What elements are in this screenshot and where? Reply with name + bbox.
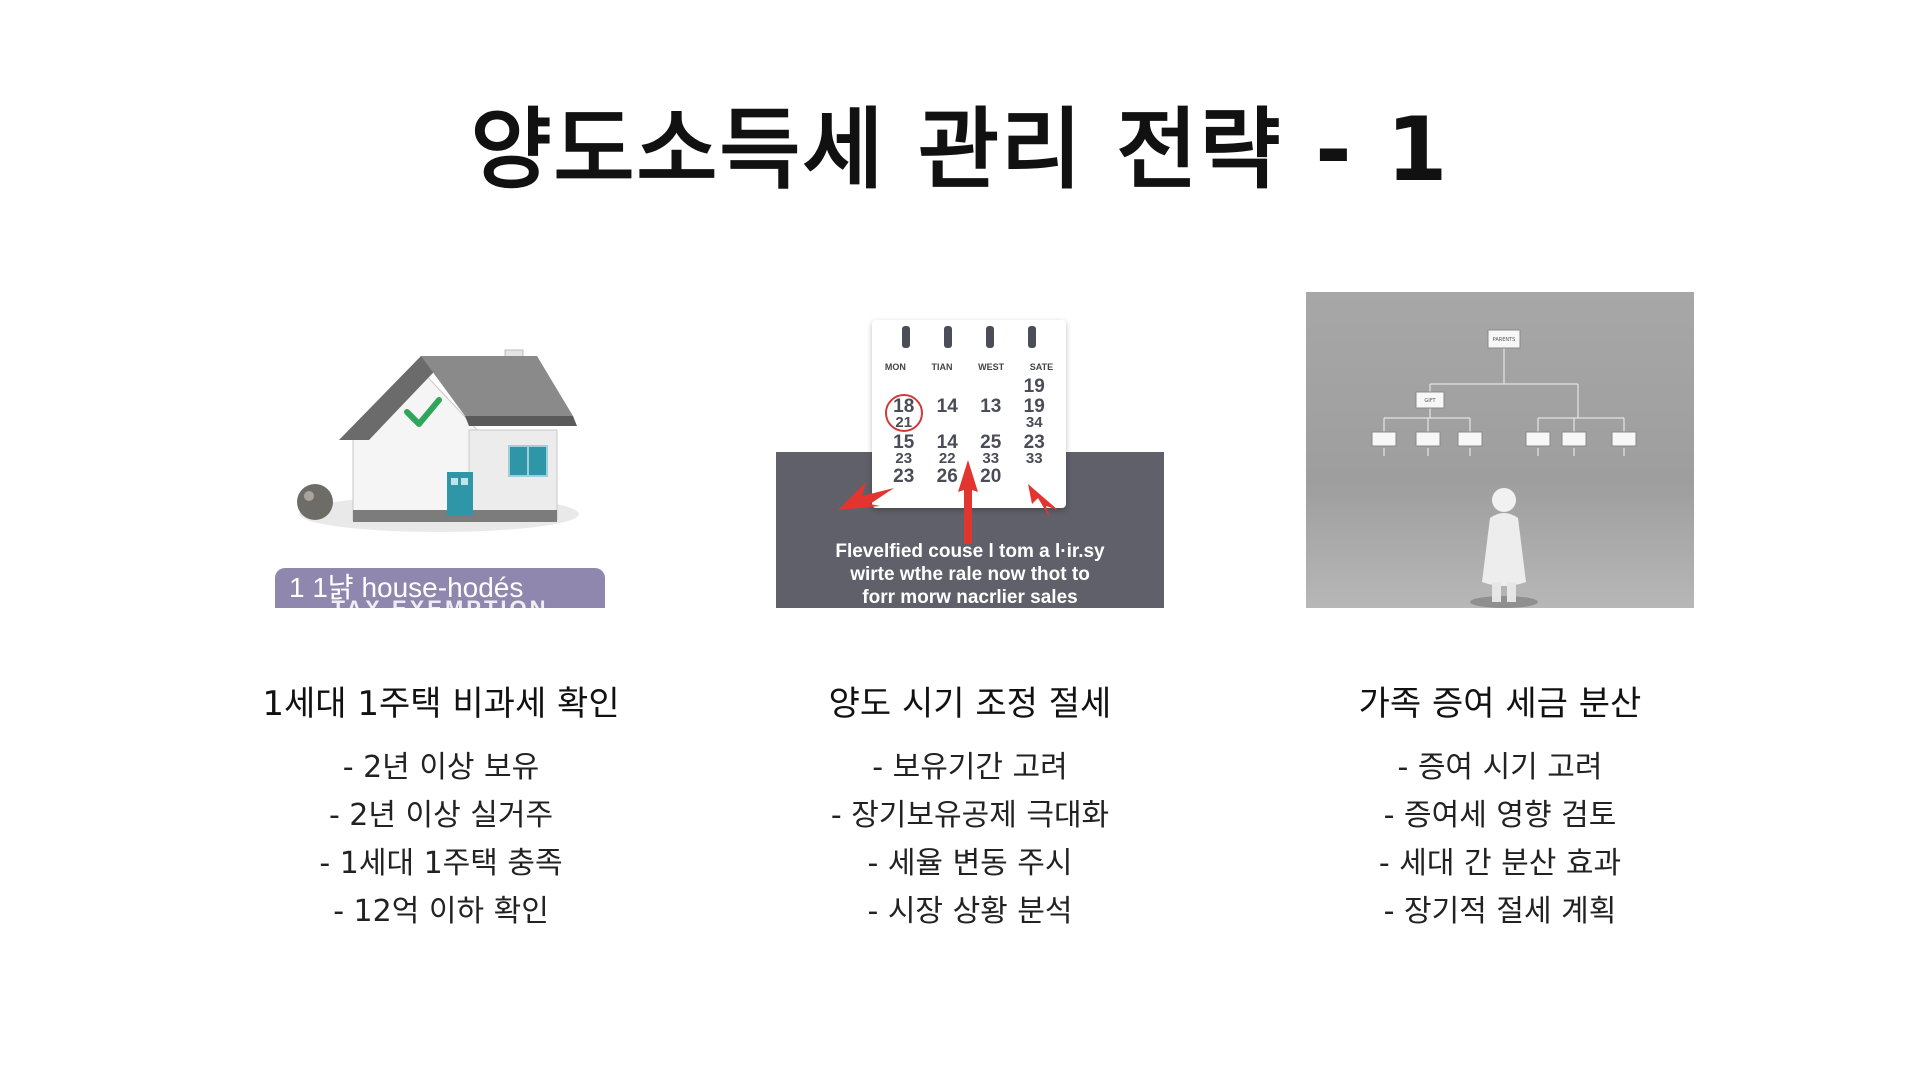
day-label: TIAN	[931, 362, 953, 372]
caption-line: wirte wthe rale now thot to	[850, 564, 1090, 585]
calendar-ring-icon	[902, 326, 1036, 348]
tree-root-label: PARENTS	[1493, 337, 1516, 343]
house-banner-text: 1 1냙 house-hodés	[275, 568, 605, 608]
org-chart-icon: PARENTS GIFT	[1371, 329, 1637, 608]
bullet-item: - 장기적 절세 계획	[1383, 894, 1617, 929]
bullet-item: - 세율 변동 주시	[867, 846, 1073, 881]
checkmark-icon	[404, 397, 442, 427]
bullet-item: - 2년 이상 보유	[342, 750, 540, 785]
house-banner-subtext: TAX EXEMPTION	[275, 596, 605, 608]
calendar-caption: Flevelfied couse l tom a l·ir.sy wirte w…	[776, 540, 1164, 608]
calendar-date: 19	[1023, 376, 1045, 397]
bullet-item: - 12억 이하 확인	[333, 894, 549, 929]
bullet-list: - 2년 이상 보유 - 2년 이상 실거주 - 1세대 1주택 충족 - 12…	[161, 744, 721, 936]
bullet-item: - 시장 상황 분석	[867, 894, 1073, 929]
bullet-list: - 보유기간 고려 - 장기보유공제 극대화 - 세율 변동 주시 - 시장 상…	[690, 744, 1250, 936]
day-label: SATE	[1029, 362, 1054, 372]
strategy-column-family-gift: PARENTS GIFT	[1220, 292, 1780, 936]
day-label: WEST	[978, 362, 1005, 372]
house-icon	[297, 349, 579, 532]
bullet-item: - 장기보유공제 극대화	[830, 798, 1110, 833]
tree-mid-label: GIFT	[1424, 398, 1436, 404]
person-figure-icon	[1470, 488, 1538, 608]
bullet-item: - 세대 간 분산 효과	[1378, 846, 1622, 881]
caption-line: forr morw nacrlier sales	[862, 587, 1078, 608]
calendar-date: 13	[980, 396, 1002, 417]
calendar-date: 26	[936, 466, 958, 487]
ball-icon	[297, 484, 333, 520]
column-heading: 1세대 1주택 비과세 확인	[262, 684, 620, 724]
bullet-list: - 증여 시기 고려 - 증여세 영향 검토 - 세대 간 분산 효과 - 장기…	[1220, 744, 1780, 936]
strategy-column-exemption: 1 1냙 house-hodés TAX EXEMPTION 1세대 1주택 비…	[161, 292, 721, 936]
calendar-day-labels: MON TIAN WEST SATE	[872, 362, 1066, 372]
bullet-item: - 1세대 1주택 충족	[319, 846, 563, 881]
day-label: MON	[884, 362, 906, 372]
bullet-item: - 2년 이상 실거주	[328, 798, 554, 833]
calendar-date: 23	[893, 466, 915, 487]
bullet-item: - 증여세 영향 검토	[1383, 798, 1617, 833]
arrow-icon	[838, 460, 1058, 544]
house-illustration: 1 1냙 house-hodés TAX EXEMPTION	[247, 292, 635, 608]
calendar-date: 14	[936, 396, 958, 417]
bullet-item: - 증여 시기 고려	[1397, 750, 1603, 785]
column-heading: 양도 시기 조정 절세	[828, 684, 1112, 724]
caption-line: Flevelfied couse l tom a l·ir.sy	[835, 541, 1105, 562]
bullet-item: - 보유기간 고려	[872, 750, 1068, 785]
calendar-date: 20	[980, 466, 1002, 487]
column-heading: 가족 증여 세금 분산	[1358, 684, 1642, 724]
family-tree-illustration: PARENTS GIFT	[1306, 292, 1694, 608]
slide-title: 양도소득세 관리 전략 - 1	[470, 98, 1450, 201]
